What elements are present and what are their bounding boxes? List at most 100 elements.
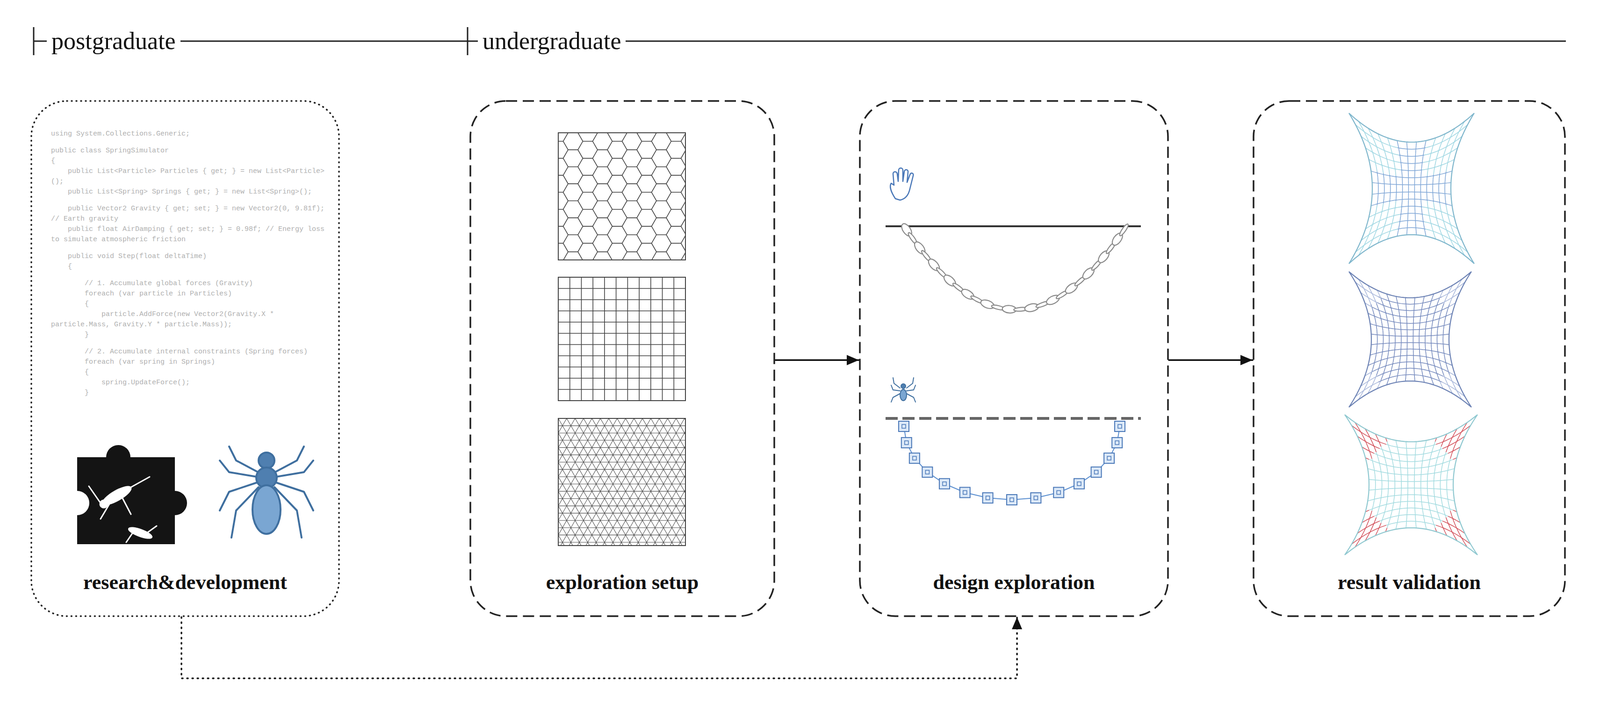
form-found-nets-part-part [1407, 161, 1409, 166]
form-found-nets-part-part [1427, 160, 1431, 162]
form-found-nets-part-part [1448, 505, 1451, 512]
form-found-nets-part-part [1375, 520, 1380, 523]
form-found-nets-part-part [1394, 331, 1396, 336]
form-found-nets-part-part [1403, 329, 1407, 331]
form-found-nets-part-part [1380, 376, 1383, 381]
form-found-nets-part-part [1388, 183, 1392, 185]
form-found-nets-part-part [1386, 350, 1391, 352]
form-found-nets-part-part [1442, 334, 1444, 340]
form-found-nets-part-part [1382, 359, 1386, 361]
form-found-nets-part-part [1391, 314, 1396, 316]
form-found-nets-part-part [1402, 514, 1407, 516]
form-found-nets-part-part [1420, 496, 1422, 500]
form-found-nets-part-part [1421, 176, 1426, 178]
form-found-nets-part-part [1365, 139, 1370, 143]
form-found-nets-part-part [1446, 484, 1448, 491]
form-found-nets-part-part [1425, 363, 1429, 365]
stage-border [470, 100, 775, 617]
form-found-nets-part-part [1390, 512, 1392, 517]
form-found-nets-part-part [1441, 462, 1446, 464]
form-found-nets-part-part [1431, 297, 1433, 302]
form-found-nets-part-part [1440, 211, 1444, 213]
form-found-nets-part-part [1381, 489, 1383, 495]
form-found-nets-part-part [1435, 201, 1439, 202]
form-found-nets-part-part [1421, 362, 1426, 364]
form-found-nets-part-part [1380, 326, 1384, 328]
form-found-nets-part-part [1371, 499, 1376, 501]
form-found-nets-part-part [1373, 500, 1375, 506]
form-found-nets-part-part [1366, 449, 1371, 452]
form-found-nets-part-part [1432, 365, 1437, 367]
form-found-nets-part-part [1405, 308, 1407, 312]
form-found-nets-part-part [1413, 316, 1418, 318]
form-found-nets-part-part [1414, 467, 1419, 469]
form-found-nets-part-part [1386, 360, 1388, 365]
form-found-nets-part-part [1444, 307, 1449, 310]
form-found-nets-part-part [1395, 315, 1399, 317]
form-found-nets-part-part [1377, 456, 1380, 462]
form-found-nets-part-part [1381, 229, 1384, 235]
form-found-nets-part-part [1398, 362, 1403, 363]
form-found-nets-part-part [1451, 387, 1456, 390]
dashed-support-line [885, 418, 1141, 419]
form-found-nets-part-part [1406, 230, 1408, 235]
form-found-nets-part-part [1434, 367, 1437, 373]
form-found-nets-part-part [1405, 177, 1409, 179]
form-found-nets-part-part [1427, 192, 1432, 194]
form-found-nets-part-part [1434, 310, 1435, 316]
form-found-nets-part-part [1440, 475, 1442, 481]
form-found-nets-part-part [1393, 500, 1394, 505]
form-found-nets-part-part [1444, 236, 1449, 239]
form-found-nets-part-part [1411, 507, 1416, 509]
small-spider-icon-part [891, 393, 901, 403]
form-found-nets-part-part [1381, 518, 1383, 524]
form-found-nets-part-part [1414, 448, 1416, 453]
form-found-nets-part-part [1418, 368, 1423, 370]
form-found-nets-part-part [1394, 205, 1396, 210]
form-found-nets-part-part [1425, 328, 1427, 332]
form-found-nets-part-part [1446, 364, 1448, 370]
form-found-nets-part-part [1373, 229, 1378, 232]
form-found-nets-part-part [1398, 455, 1400, 460]
form-found-nets-part-part [1450, 531, 1456, 535]
form-found-nets-part-part [1437, 463, 1442, 465]
form-found-nets-part-part [1435, 459, 1437, 464]
form-found-nets-part-part [1410, 374, 1415, 376]
form-found-nets-part-part [1438, 183, 1440, 189]
form-found-nets-part-part [1391, 502, 1396, 504]
form-found-nets-part-part [1393, 515, 1399, 517]
form-found-nets-part-part [1379, 442, 1382, 447]
form-found-nets-part-part [1458, 432, 1462, 439]
form-found-nets-part-part [1448, 500, 1449, 506]
code-line: { [50, 156, 327, 167]
form-found-nets-part-part [1432, 193, 1434, 198]
form-found-nets-part-part [1393, 468, 1395, 473]
form-found-nets-part-part [1438, 360, 1442, 362]
form-found-nets-part-part [1378, 471, 1383, 473]
form-found-nets-part-part [1425, 473, 1430, 475]
form-found-nets-part-part [1414, 309, 1419, 311]
form-found-nets-part-part [1421, 503, 1423, 508]
form-found-nets-part-part [1394, 508, 1399, 510]
form-found-nets-part-part [1434, 217, 1439, 219]
form-found-nets-part-part [1419, 515, 1425, 516]
form-found-nets-part-part [1372, 364, 1375, 370]
form-found-nets-part-part [1388, 516, 1394, 519]
form-found-nets-part-part [1447, 369, 1450, 375]
form-found-nets-part-part [1391, 363, 1396, 365]
form-found-nets-part-part [1380, 317, 1382, 322]
particle-chain-part [912, 456, 917, 461]
form-found-nets-part-part [1426, 335, 1430, 337]
form-found-nets-part-part [1439, 203, 1441, 209]
form-found-nets-part-part [1394, 199, 1399, 201]
form-found-nets-part-part [1422, 510, 1424, 515]
form-found-nets-part-part [1419, 357, 1421, 361]
form-found-nets-part-part [1394, 476, 1396, 481]
form-found-nets-part-part [1401, 309, 1406, 311]
form-found-nets-part-part [1442, 329, 1444, 335]
form-found-nets-part-part [1425, 346, 1427, 351]
form-found-nets-part-part [1441, 381, 1447, 385]
form-found-nets-part-part [1414, 184, 1416, 189]
form-found-nets-part-part [1382, 183, 1386, 185]
form-found-nets-part-part [1399, 503, 1401, 508]
